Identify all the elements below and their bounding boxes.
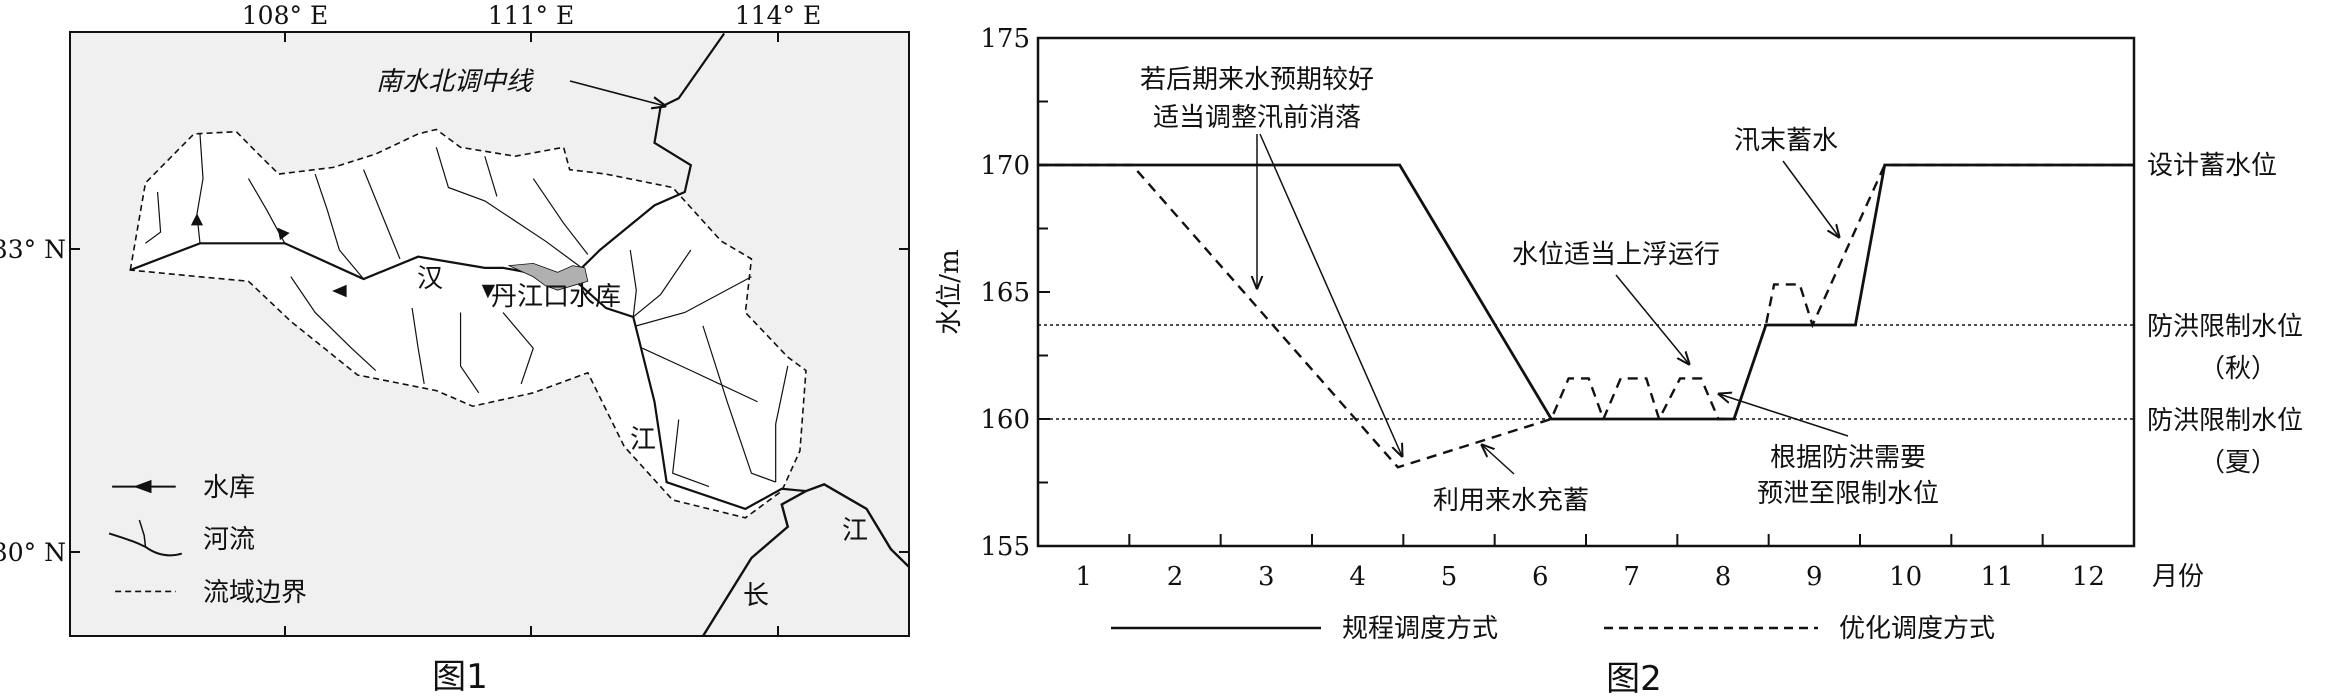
canal-label: 南水北调中线	[376, 67, 535, 97]
x-tick-label: 4	[1349, 562, 1366, 592]
optimized-schedule-line	[1038, 163, 2134, 469]
arrow-refill	[1482, 445, 1515, 475]
reservoir-markers	[190, 213, 496, 299]
reservoir-triangle-icon	[190, 213, 204, 226]
danjiangkou-reservoir-shape	[509, 263, 588, 290]
x-tick-label: 12	[2072, 562, 2105, 592]
regular-schedule-line	[1038, 163, 2134, 421]
map-ticks	[70, 32, 909, 636]
ref-label-autumn: 防洪限制水位	[2147, 312, 2303, 342]
canal-arrow	[569, 80, 665, 106]
x-tick-label: 8	[1715, 562, 1732, 592]
lon-tick-111: 111° E	[488, 1, 574, 30]
annotation-refill: 利用来水充蓄	[1433, 486, 1589, 516]
legend-optimized-label: 优化调度方式	[1839, 614, 1995, 644]
ref-sublabel-autumn: （秋）	[2199, 354, 2277, 384]
legend-boundary-label: 流域边界	[203, 578, 307, 608]
legend-river-label: 河流	[203, 525, 255, 555]
yangtze-river	[703, 484, 909, 636]
map-figure: 108° E 111° E 114° E 33° N 30° N 南水北调中线 …	[0, 1, 910, 697]
ref-label-design-level: 设计蓄水位	[2147, 151, 2277, 181]
map-legend-glyphs	[109, 479, 182, 592]
ref-label-summer: 防洪限制水位	[2147, 406, 2303, 436]
annotation-pre-flood-line1: 若后期来水预期较好	[1140, 65, 1374, 95]
han-label: 汉	[417, 264, 443, 294]
y-tick-label: 155	[980, 532, 1030, 562]
figure1-caption: 图1	[432, 657, 488, 697]
south-north-canal-line	[582, 33, 724, 267]
x-tick-label: 2	[1167, 562, 1184, 592]
reservoir-label: 丹江口水库	[491, 282, 621, 312]
arrow-float-run	[1615, 274, 1689, 364]
y-tick-label: 165	[980, 278, 1030, 308]
reservoir-triangle-icon	[277, 227, 290, 241]
lat-tick-30: 30° N	[0, 538, 66, 567]
arrow-pre-flood-2	[1259, 133, 1402, 456]
lat-tick-33: 33° N	[0, 235, 66, 264]
tributaries	[145, 134, 787, 487]
annotation-pre-flood-line2: 适当调整汛前消落	[1153, 103, 1361, 133]
x-tick-label: 7	[1623, 562, 1640, 592]
x-tick-label: 6	[1532, 562, 1549, 592]
x-tick-label: 1	[1075, 562, 1092, 592]
lon-tick-114: 114° E	[735, 1, 821, 30]
annotation-arrows	[1257, 133, 1849, 475]
y-axis-label: 水位/m	[935, 249, 965, 334]
annotation-end-storage: 汛末蓄水	[1734, 126, 1838, 156]
reservoir-triangle-icon	[332, 284, 347, 298]
legend-reservoir-label: 水库	[203, 473, 255, 503]
y-tick-label: 160	[980, 405, 1030, 435]
x-tick-label: 3	[1258, 562, 1275, 592]
y-tick-label: 170	[980, 151, 1030, 181]
figure2-caption: 图2	[1606, 659, 1662, 699]
basin-area	[130, 129, 806, 517]
annotation-discharge-line2: 预泄至限制水位	[1757, 479, 1939, 509]
x-tick-label: 5	[1441, 562, 1458, 592]
legend-regular-label: 规程调度方式	[1342, 614, 1498, 644]
annotation-discharge-line1: 根据防洪需要	[1770, 443, 1926, 473]
lon-tick-108: 108° E	[242, 1, 328, 30]
chang-label: 长	[743, 581, 769, 611]
reservoir-triangle-icon	[481, 284, 496, 299]
jiang-label-yangtze: 江	[842, 516, 868, 546]
arrow-end-storage	[1782, 160, 1839, 237]
x-tick-label: 10	[1889, 562, 1922, 592]
y-tick-label: 175	[980, 24, 1030, 54]
x-tick-label: 11	[1980, 562, 2013, 592]
ref-sublabel-summer: （夏）	[2199, 448, 2277, 478]
annotation-float-run: 水位适当上浮运行	[1512, 240, 1720, 270]
arrow-discharge	[1719, 394, 1849, 437]
x-tick-label: 9	[1806, 562, 1823, 592]
x-axis-label: 月份	[2152, 562, 2204, 592]
jiang-label-han: 江	[630, 425, 656, 455]
